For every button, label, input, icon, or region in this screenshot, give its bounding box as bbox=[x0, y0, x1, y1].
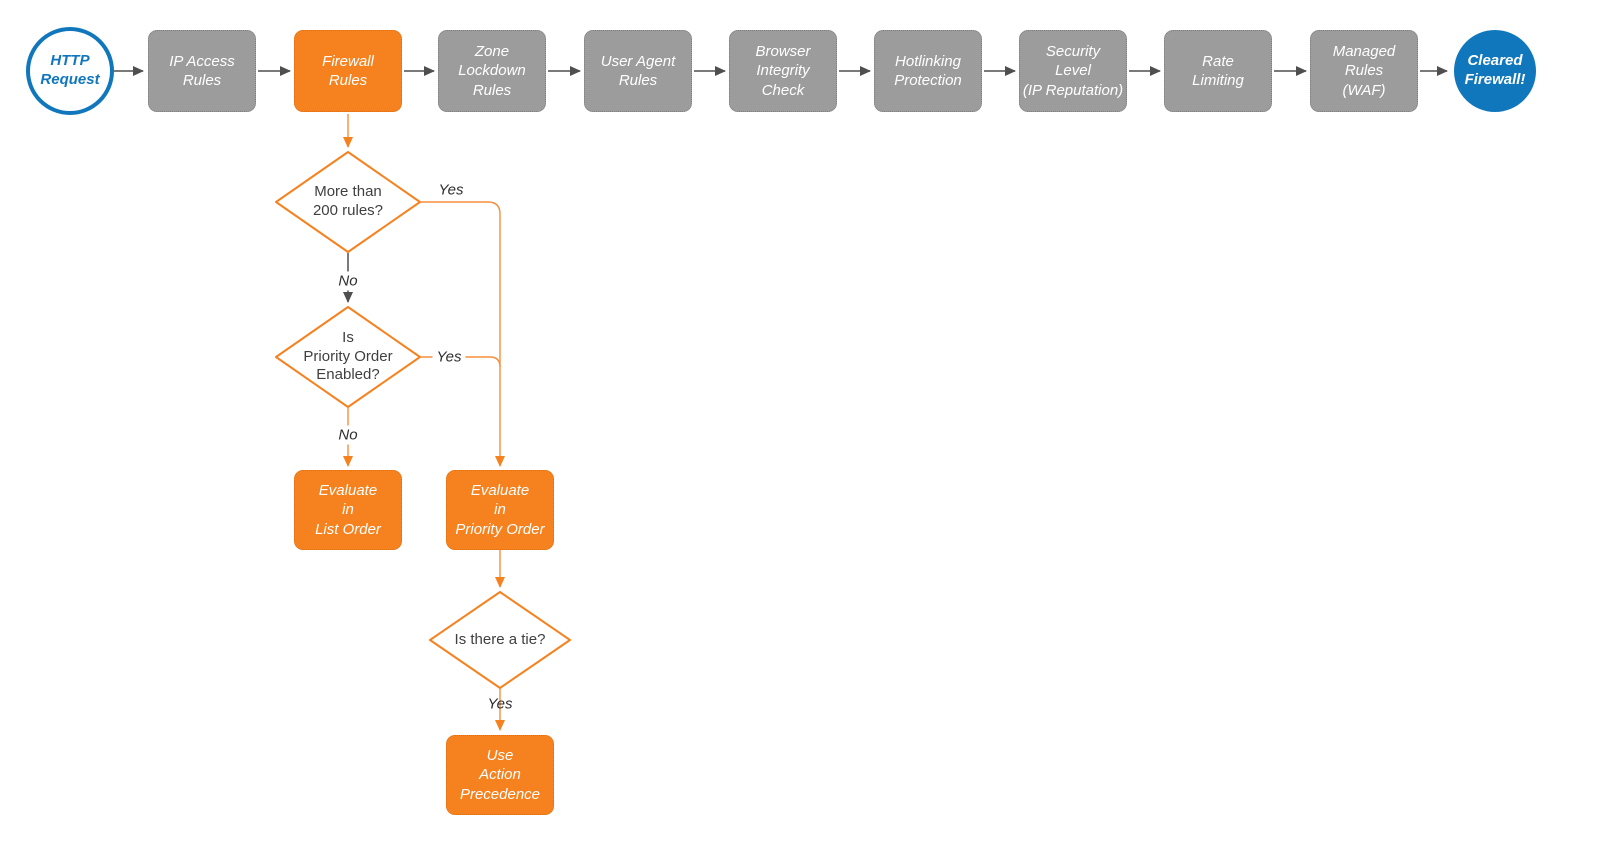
node-http-request: HTTP Request bbox=[26, 27, 114, 115]
edge-label-yes-decision3: Yes bbox=[487, 695, 513, 713]
diamond-shape bbox=[275, 151, 421, 253]
edge-label-yes-decision1: Yes bbox=[438, 181, 464, 199]
arrow-decision1-yes-to-priority-order bbox=[421, 201, 505, 467]
decision-more-than-200-rules: More than 200 rules? bbox=[275, 151, 421, 253]
node-evaluate-in-priority-order: Evaluate in Priority Order bbox=[446, 470, 554, 550]
stage-security-level-ip-reputation: Security Level (IP Reputation) bbox=[1019, 30, 1127, 112]
edge-label-yes-decision2: Yes bbox=[432, 347, 466, 367]
node-use-action-precedence: Use Action Precedence bbox=[446, 735, 554, 815]
decision-is-there-a-tie: Is there a tie? bbox=[429, 591, 571, 689]
stage-firewall-rules: Firewall Rules bbox=[294, 30, 402, 112]
diamond-shape bbox=[429, 591, 571, 689]
stage-browser-integrity-check: Browser Integrity Check bbox=[729, 30, 837, 112]
stage-user-agent-rules: User Agent Rules bbox=[584, 30, 692, 112]
stage-hotlinking-protection: Hotlinking Protection bbox=[874, 30, 982, 112]
decision-priority-order-enabled: Is Priority Order Enabled? bbox=[275, 306, 421, 408]
diamond-shape bbox=[275, 306, 421, 408]
edge-label-no-decision2: No bbox=[334, 425, 362, 445]
decision-question: Is Priority Order Enabled? bbox=[303, 328, 393, 384]
stage-managed-rules-waf: Managed Rules (WAF) bbox=[1310, 30, 1418, 112]
decision-question: More than 200 rules? bbox=[312, 183, 384, 219]
line-decision2-yes-join bbox=[421, 356, 501, 368]
stage-ip-access-rules: IP Access Rules bbox=[148, 30, 256, 112]
node-cleared-firewall: Cleared Firewall! bbox=[1454, 30, 1536, 112]
edge-label-no-decision1: No bbox=[334, 271, 362, 291]
stage-zone-lockdown-rules: Zone Lockdown Rules bbox=[438, 30, 546, 112]
stage-rate-limiting: Rate Limiting bbox=[1164, 30, 1272, 112]
node-evaluate-in-list-order: Evaluate in List Order bbox=[294, 470, 402, 550]
decision-question: Is there a tie? bbox=[454, 630, 546, 648]
